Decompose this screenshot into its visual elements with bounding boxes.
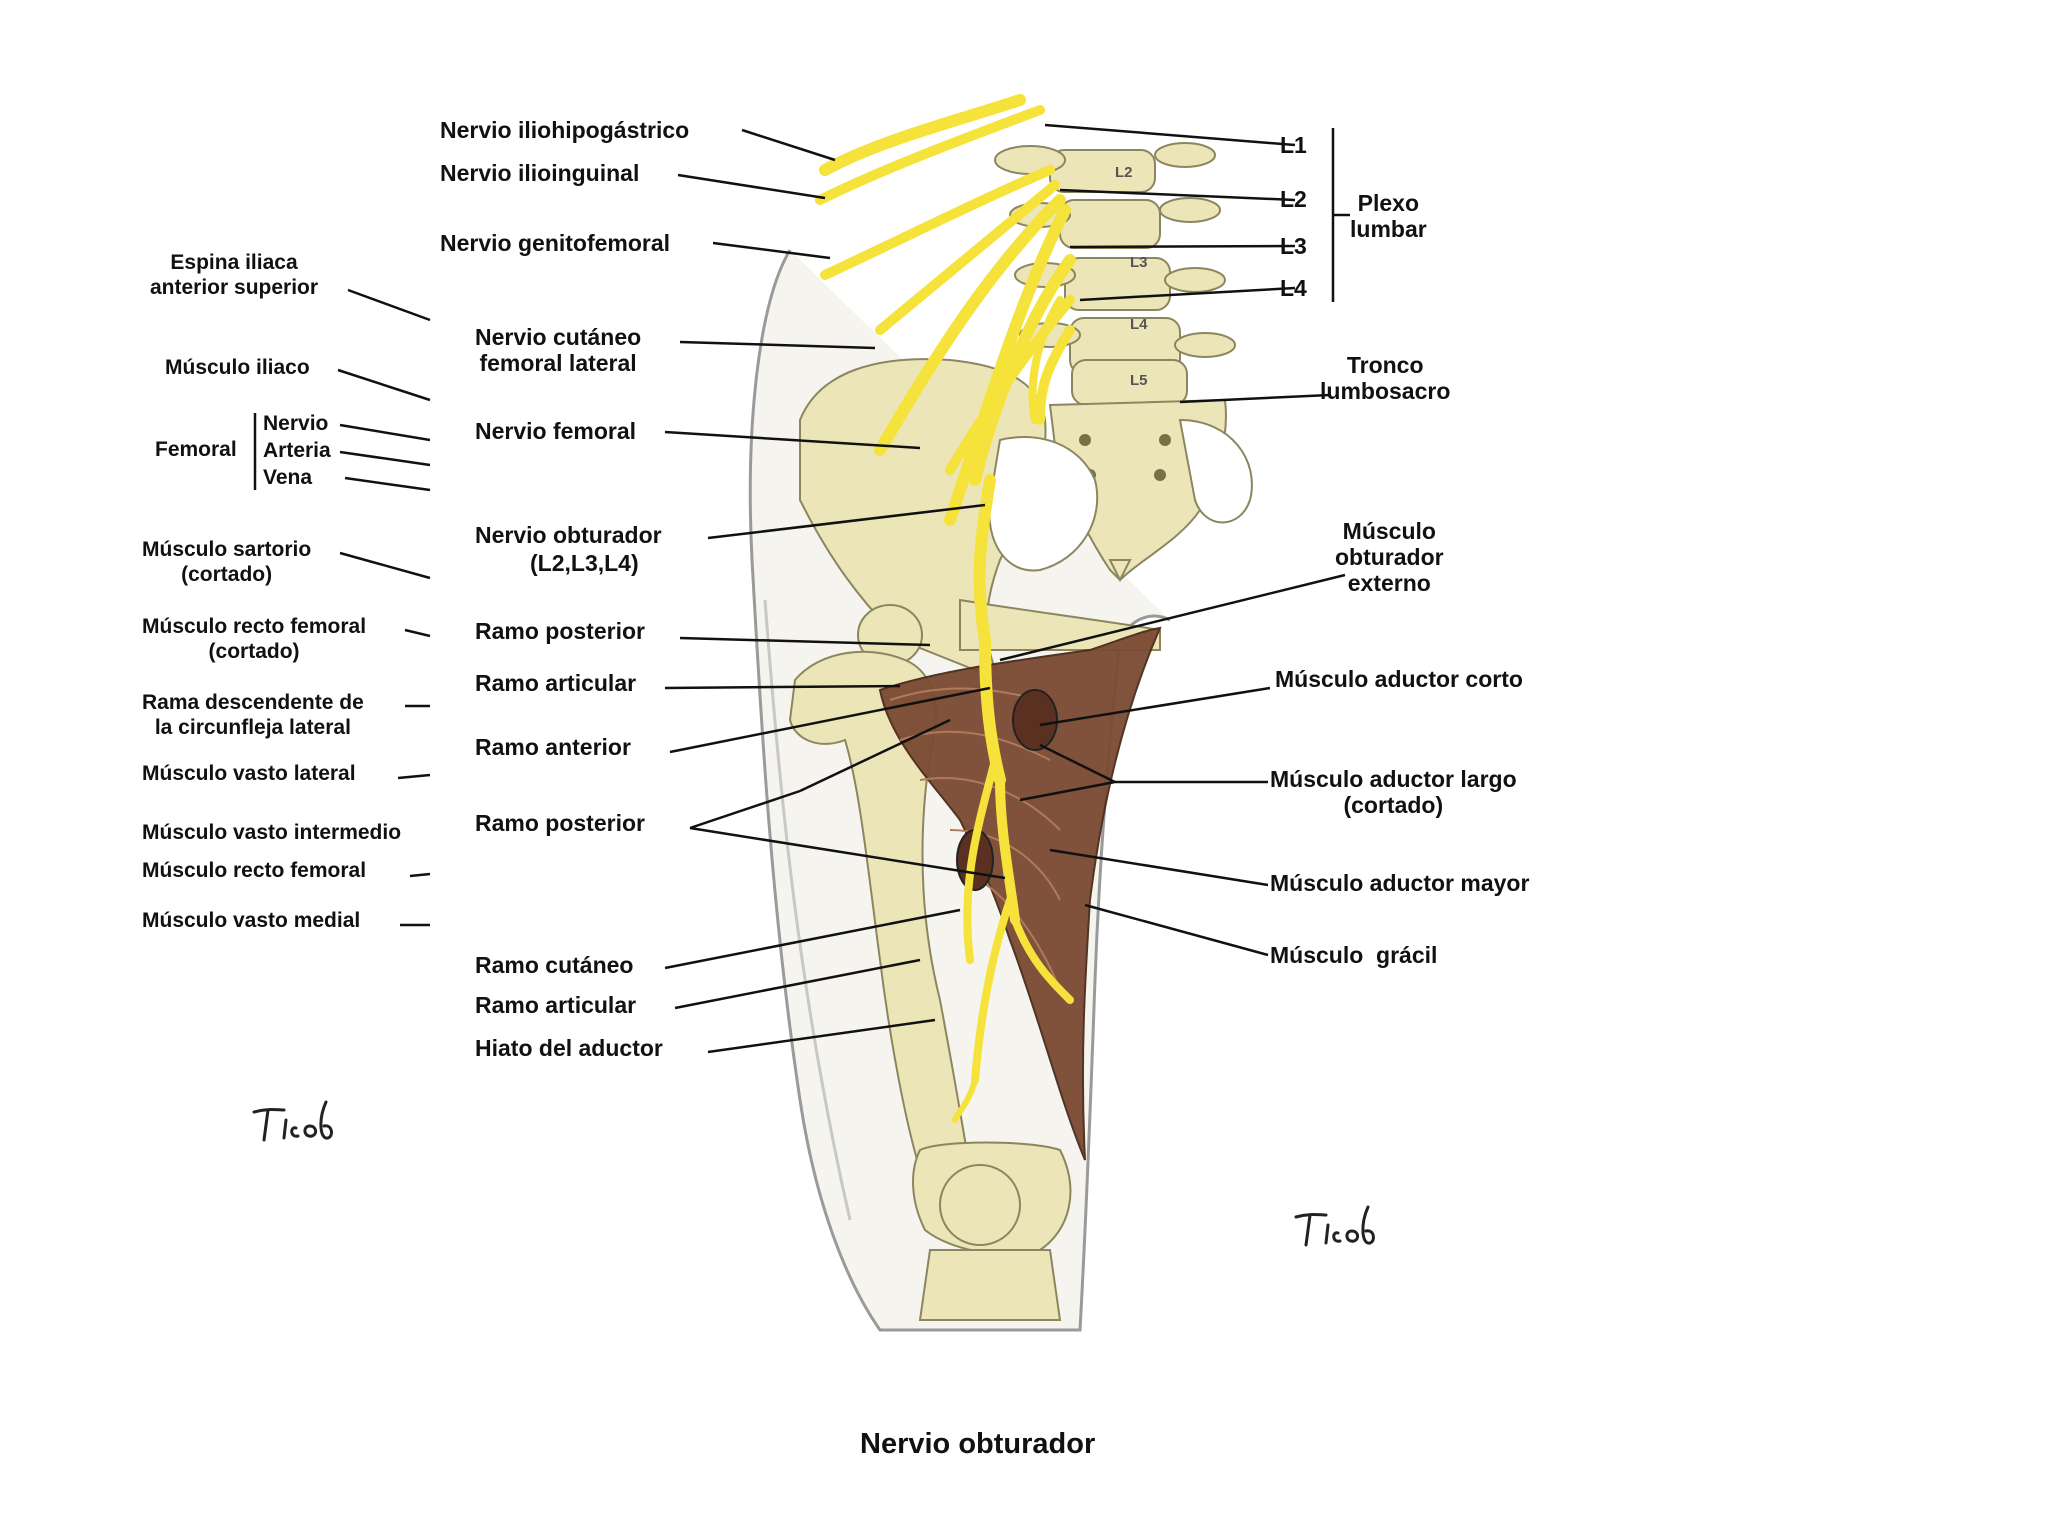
label-gracil: Músculo grácil	[1270, 942, 1438, 968]
label-rama-descendente: Rama descendente de la circunfleja later…	[142, 691, 364, 739]
vertebra-mark: L5	[1130, 372, 1148, 389]
label-tronco-lumbosacro: Tronco lumbosacro	[1320, 352, 1451, 404]
label-obturador-externo: Músculo obturador externo	[1335, 518, 1444, 596]
label-vasto-intermedio: Músculo vasto intermedio	[142, 821, 402, 844]
label-vasto-medial: Músculo vasto medial	[142, 909, 361, 932]
signature-right	[1294, 1205, 1375, 1247]
label-obturador-roots: (L2,L3,L4)	[530, 550, 639, 576]
label-nervio-obturador: Nervio obturador	[475, 522, 662, 548]
vertebra-mark: L3	[1130, 254, 1148, 271]
label-iliohipogastrico: Nervio iliohipogástrico	[440, 117, 690, 143]
label-ramo-posterior-1: Ramo posterior	[475, 618, 645, 644]
label-hiato-aductor: Hiato del aductor	[475, 1035, 663, 1061]
label-cutaneo-femoral-lateral: Nervio cutáneo femoral lateral	[475, 324, 642, 376]
label-aductor-mayor: Músculo aductor mayor	[1270, 870, 1530, 896]
label-femoral-nervio: Nervio	[263, 412, 329, 435]
label-femoral-vena: Vena	[263, 466, 313, 489]
label-l3: L3	[1280, 233, 1307, 259]
label-l2: L2	[1280, 186, 1307, 212]
nerves	[815, 94, 1076, 1123]
label-l4: L4	[1280, 275, 1307, 301]
leader-lines-left-inner	[664, 128, 1006, 1054]
label-femoral-arteria: Arteria	[263, 439, 331, 462]
label-ramo-articular-2: Ramo articular	[475, 992, 637, 1018]
label-ilioinguinal: Nervio ilioinguinal	[440, 160, 640, 186]
vertebra-mark: L4	[1130, 316, 1148, 333]
vertebra-mark: L2	[1115, 164, 1133, 181]
label-vasto-lateral: Músculo vasto lateral	[142, 762, 356, 785]
leader-lines-right	[999, 123, 1350, 957]
label-aductor-corto: Músculo aductor corto	[1275, 666, 1523, 692]
label-sartorio: Músculo sartorio (cortado)	[142, 538, 312, 586]
label-ramo-articular-1: Ramo articular	[475, 670, 637, 696]
leader-lines-left-outer	[337, 288, 431, 927]
label-musculo-iliaco: Músculo iliaco	[165, 356, 310, 379]
label-genitofemoral: Nervio genitofemoral	[440, 230, 671, 256]
label-recto-femoral-cortado: Músculo recto femoral (cortado)	[142, 615, 367, 663]
label-femoral: Femoral	[155, 438, 237, 461]
label-ramo-posterior-2: Ramo posterior	[475, 810, 645, 836]
label-plexo-lumbar: Plexo lumbar	[1350, 190, 1427, 242]
figure-caption: Nervio obturador	[860, 1428, 1096, 1460]
label-recto-femoral: Músculo recto femoral	[142, 859, 367, 882]
label-l1: L1	[1280, 132, 1307, 158]
label-nervio-femoral: Nervio femoral	[475, 418, 637, 444]
label-ramo-cutaneo: Ramo cutáneo	[475, 952, 634, 978]
label-aductor-largo: Músculo aductor largo (cortado)	[1270, 766, 1517, 818]
signature-left	[252, 1100, 333, 1142]
label-espina-iliaca: Espina iliaca anterior superior	[150, 251, 319, 299]
label-ramo-anterior: Ramo anterior	[475, 734, 631, 760]
